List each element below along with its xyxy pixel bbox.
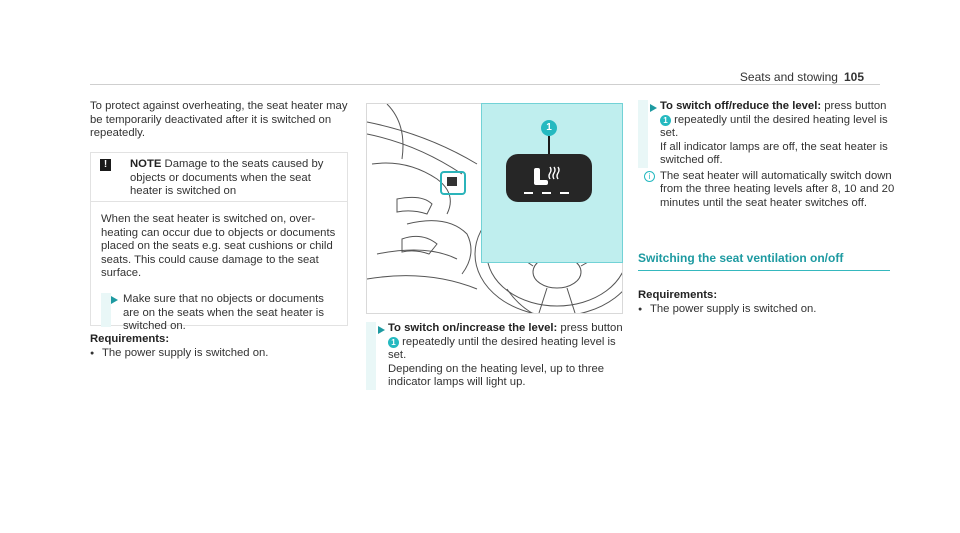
step-arrow-icon xyxy=(111,296,118,304)
note-box: ! NOTE Damage to the seats caused by obj… xyxy=(90,152,348,332)
switch-on-step: To switch on/increase the level: press b… xyxy=(366,322,628,390)
intro-text: To protect against overheating, the seat… xyxy=(90,100,348,139)
requirements-left: Requirements: The power supply is switch… xyxy=(90,333,352,360)
requirement-item: The power supply is switched on. xyxy=(638,303,900,317)
switch-off-text2: repeatedly until the desired heating lev… xyxy=(660,113,888,140)
warning-icon: ! xyxy=(100,159,111,171)
info-icon: i xyxy=(644,170,655,182)
requirements-title: Requirements: xyxy=(90,333,170,345)
callout-line xyxy=(548,136,550,154)
info-note: i The seat heater will automatically swi… xyxy=(638,170,900,211)
switch-off-detail: If all indicator lamps are off, the seat… xyxy=(660,140,888,167)
step-bar xyxy=(366,322,376,390)
header-rule xyxy=(90,84,880,85)
step-arrow-icon xyxy=(650,104,657,112)
switch-off-text: press but­ton xyxy=(821,100,887,112)
switch-on-label: To switch on/increase the level: xyxy=(388,322,558,334)
section-heading: Switching the seat ventilation on/off xyxy=(638,251,890,271)
requirement-item: The power supply is switched on. xyxy=(90,347,352,361)
switch-on-text2: repeatedly until the desired heating lev… xyxy=(388,335,616,362)
switch-off-step: To switch off/reduce the level: press bu… xyxy=(638,100,900,210)
page-number: 105 xyxy=(843,70,864,84)
step-bar xyxy=(101,293,111,327)
info-text: The seat heater will automatically switc… xyxy=(660,169,895,209)
note-step-text: Make sure that no objects or docu­ments … xyxy=(123,293,324,332)
switch-on-text: press but­ton xyxy=(557,322,623,334)
seat-heater-button xyxy=(506,154,592,202)
note-body: When the seat heater is switched on, ove… xyxy=(101,213,336,279)
note-header: ! NOTE Damage to the seats caused by obj… xyxy=(91,153,347,202)
requirements-title: Requirements: xyxy=(638,289,718,301)
switch-off-label: To switch off/reduce the level: xyxy=(660,100,822,112)
callout-1-inline: 1 xyxy=(660,114,671,126)
switch-on-detail: Depending on the heating level, up to th… xyxy=(388,362,605,389)
page-header: Seats and stowing 105 xyxy=(740,70,864,84)
callout-1-inline: 1 xyxy=(388,336,399,348)
note-summary: Damage to the seats caused by objects or… xyxy=(130,158,324,197)
note-title-text: NOTE Damage to the seats caused by objec… xyxy=(130,158,340,199)
section-title: Seats and stowing xyxy=(739,70,838,84)
step-arrow-icon xyxy=(378,326,385,334)
callout-1: 1 xyxy=(541,120,557,136)
requirements-right: Requirements: The power supply is switch… xyxy=(638,289,900,316)
seat-heater-icon xyxy=(524,166,569,194)
note-label: NOTE xyxy=(130,158,162,170)
step-bar xyxy=(638,100,648,168)
